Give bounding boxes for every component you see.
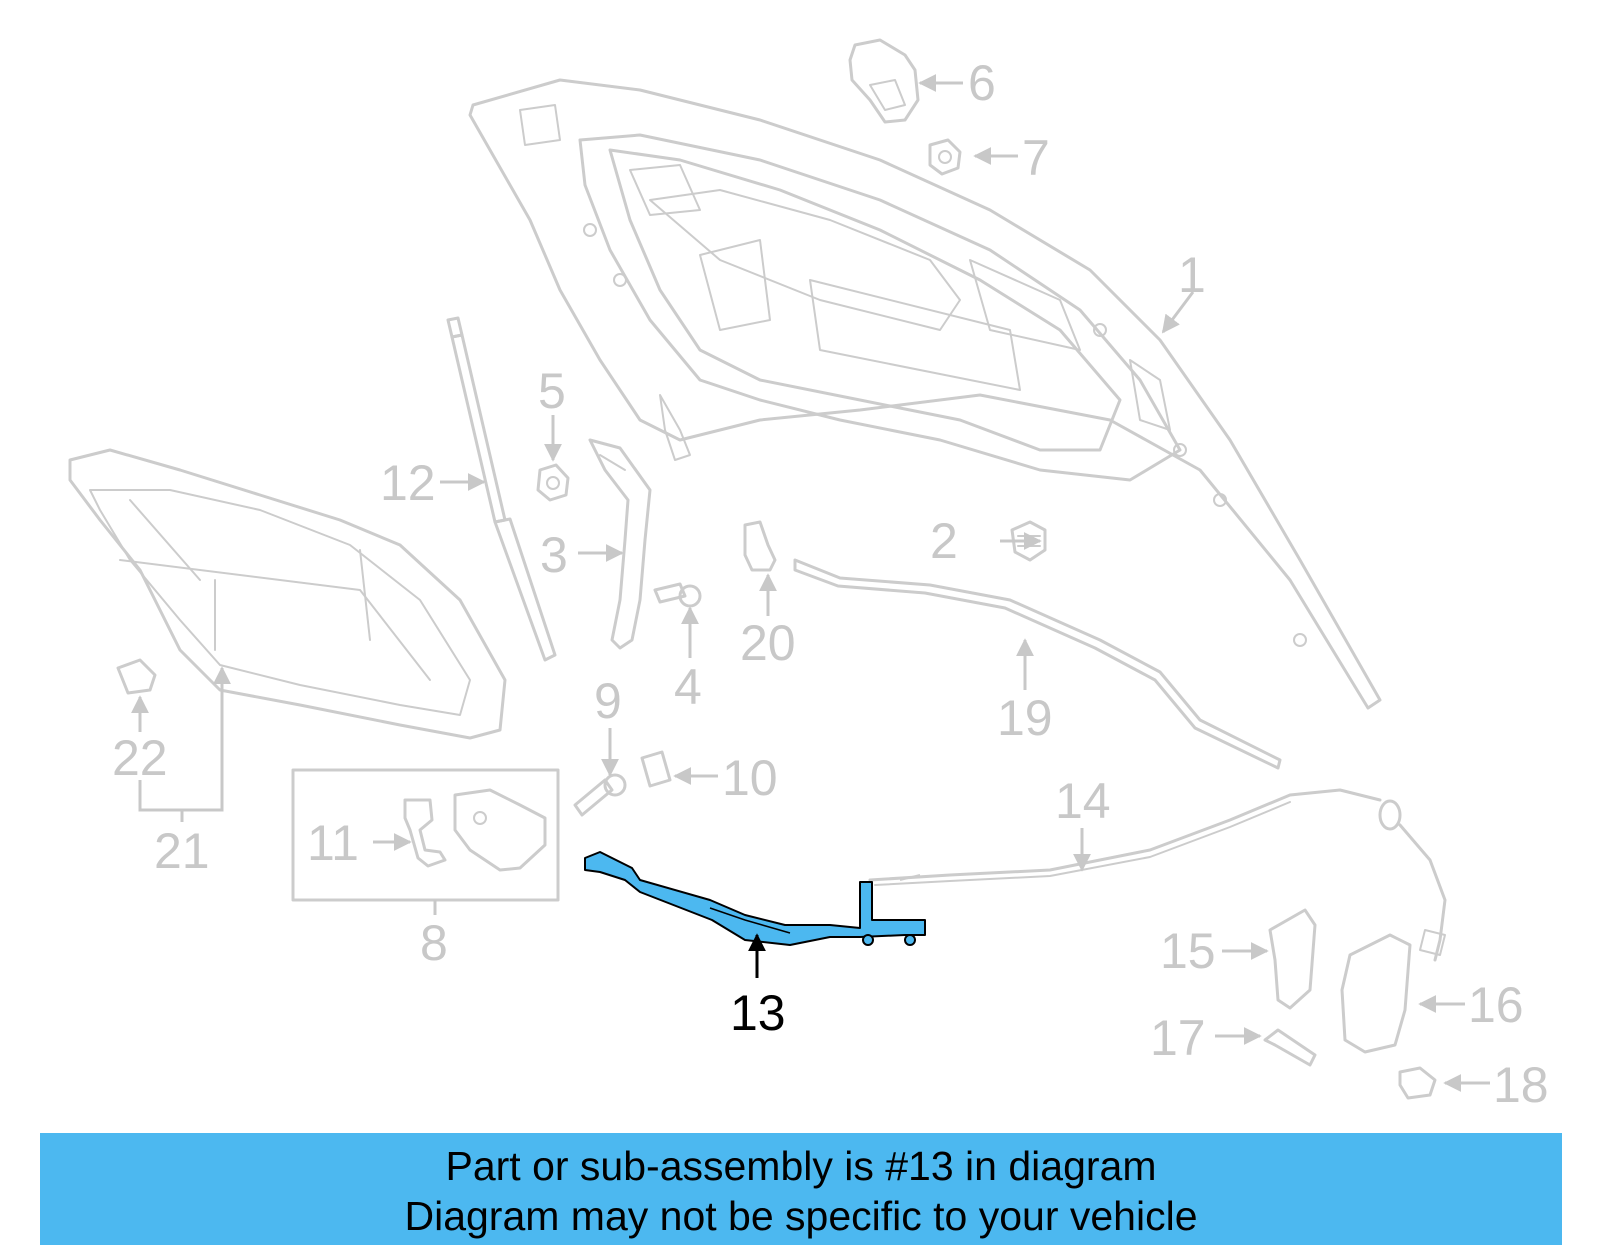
- clip-part: [743, 520, 777, 572]
- callout-7: 7: [1022, 130, 1050, 186]
- callout-labels: 1 2 3 4 5 6 7 8 9 10 11 12 13 14 15 16 1…: [112, 55, 1549, 1113]
- release-rod-highlight-part: [584, 851, 926, 946]
- callout-2: 2: [930, 513, 958, 569]
- banner-line-disclaimer: Diagram may not be specific to your vehi…: [404, 1193, 1198, 1239]
- banner-line-part-number: Part or sub-assembly is #13 in diagram: [445, 1143, 1157, 1189]
- clip-part-10: [640, 750, 672, 788]
- bolt-part-17: [1263, 1028, 1317, 1067]
- release-cable-part: [868, 788, 1447, 962]
- latch-assembly-box: [291, 768, 560, 902]
- bolt-part-9: [573, 773, 627, 817]
- sensor-part: [403, 798, 447, 868]
- callout-20: 20: [740, 615, 796, 671]
- clip-part-22: [116, 658, 157, 695]
- latch-part: [453, 788, 547, 872]
- parts-diagram: 1 2 3 4 5 6 7 8 9 10 11 12 13 14 15 16 1…: [68, 38, 1549, 1113]
- callout-10: 10: [722, 750, 778, 806]
- callout-21: 21: [154, 823, 210, 879]
- callout-3: 3: [540, 527, 568, 583]
- callout-8: 8: [420, 915, 448, 971]
- hood-panel-part: [468, 78, 1382, 710]
- gas-strut-part: [446, 316, 557, 662]
- callout-1: 1: [1178, 247, 1206, 303]
- callout-15: 15: [1160, 923, 1216, 979]
- callout-19: 19: [997, 690, 1053, 746]
- clip-part-18: [1398, 1066, 1437, 1100]
- callout-12: 12: [380, 455, 436, 511]
- callout-6: 6: [968, 55, 996, 111]
- hinge-part: [848, 38, 920, 124]
- bracket-part: [588, 438, 652, 650]
- callout-11: 11: [307, 815, 359, 871]
- callout-9: 9: [594, 673, 622, 729]
- callout-4: 4: [674, 659, 702, 715]
- callout-13: 13: [730, 985, 786, 1041]
- bolt-part: [653, 582, 702, 608]
- weatherstrip-part: [793, 558, 1282, 770]
- nut-part-5: [536, 463, 570, 502]
- insulator-part: [68, 448, 507, 740]
- callout-17: 17: [1150, 1010, 1206, 1066]
- callout-14: 14: [1055, 773, 1111, 829]
- leader-lines: [131, 74, 1490, 1092]
- callout-22: 22: [112, 730, 168, 786]
- info-banner: Part or sub-assembly is #13 in diagram D…: [40, 1133, 1562, 1245]
- handle-part: [1340, 933, 1412, 1054]
- callout-16: 16: [1468, 977, 1524, 1033]
- callout-5: 5: [538, 363, 566, 419]
- callout-18: 18: [1493, 1057, 1549, 1113]
- nut-part: [928, 138, 962, 176]
- bracket-part-15: [1268, 908, 1317, 1010]
